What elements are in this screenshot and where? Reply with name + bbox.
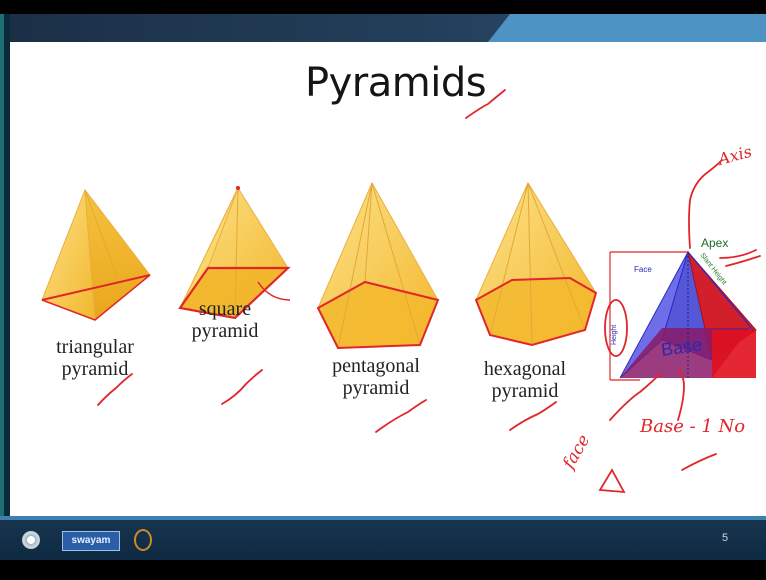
footer-accent-line <box>0 516 766 520</box>
face-annotation: face <box>558 431 594 474</box>
height-circle <box>604 299 628 357</box>
apex-underline-2 <box>725 255 761 267</box>
check-pentagonal <box>375 399 427 433</box>
face-pointer <box>609 371 663 421</box>
label-hexagonal-pyramid: hexagonal pyramid <box>483 358 567 402</box>
label-square-pyramid: square pyramid <box>191 298 259 342</box>
swayam-logo: swayam <box>62 531 120 551</box>
base-underline <box>681 453 717 471</box>
slide-footer <box>0 520 766 560</box>
slide-title: Pyramids <box>305 60 487 106</box>
diagram-face-label: Face <box>634 265 652 274</box>
institute-logo <box>22 531 40 549</box>
slide-header-accent <box>488 14 766 42</box>
labeled-pyramid-diagram: Face Slant Height Height Base Apex <box>609 236 757 381</box>
axis-annotation: Axis <box>714 142 754 170</box>
diagram-height-label: Height <box>611 325 618 345</box>
check-square <box>221 369 263 405</box>
square-pyramid <box>178 186 291 320</box>
triangle-symbol <box>598 468 626 494</box>
pentagonal-pyramid <box>316 181 440 350</box>
handwritten-annotations <box>97 89 761 494</box>
base-pointer <box>677 369 685 421</box>
base-count-annotation: Base - 1 No <box>639 416 745 437</box>
top-border <box>0 0 766 14</box>
diagram-apex-label: Apex <box>701 236 728 250</box>
axis-pointer <box>688 159 723 249</box>
partner-logo <box>134 529 152 551</box>
label-triangular-pyramid: triangular pyramid <box>56 336 134 380</box>
check-hexagonal <box>509 401 557 431</box>
bottom-border <box>0 560 766 580</box>
left-accent-strip <box>0 14 4 520</box>
hexagonal-pyramid <box>474 181 598 347</box>
apex-underline <box>719 249 757 259</box>
page-number: 5 <box>722 532 729 544</box>
check-triangular <box>97 373 133 406</box>
label-pentagonal-pyramid: pentagonal pyramid <box>332 355 420 399</box>
left-border <box>0 14 10 520</box>
title-check-mark <box>465 89 506 119</box>
triangular-pyramid <box>41 188 151 321</box>
